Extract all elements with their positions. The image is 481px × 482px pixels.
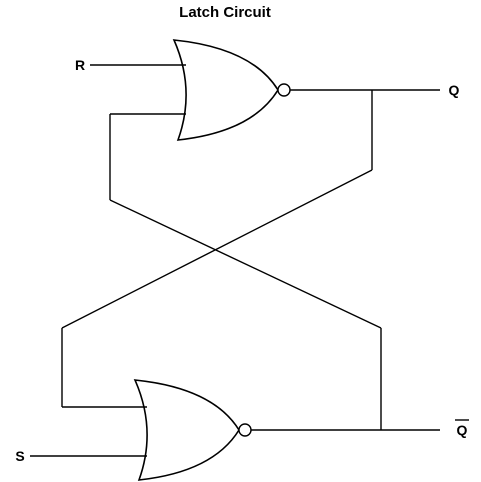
output-label-q: Q <box>449 82 460 98</box>
wire-qbar-cross-to-top-gate <box>109 199 382 329</box>
output-label-q-bar: Q <box>457 422 468 438</box>
nor-gate-top <box>172 39 279 141</box>
wire-q-cross-to-bottom-gate <box>61 169 373 329</box>
input-label-r: R <box>75 57 85 73</box>
input-label-s: S <box>15 448 24 464</box>
diagram-title: Latch Circuit <box>179 4 271 21</box>
nor-gate-top-inverter-bubble <box>277 83 291 97</box>
nor-gate-bottom <box>133 379 240 481</box>
nor-gate-bottom-inverter-bubble <box>238 423 252 437</box>
